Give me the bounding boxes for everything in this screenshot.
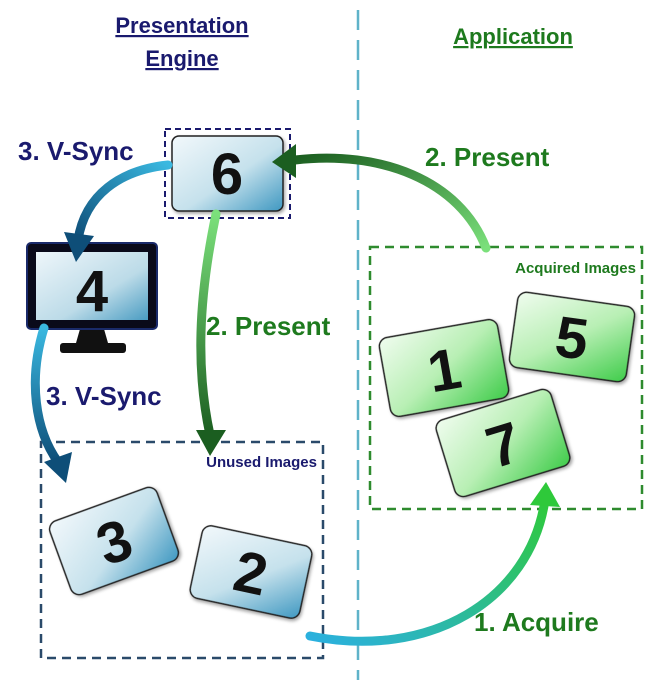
- application-header: Application: [453, 24, 573, 49]
- monitor-icon: 4: [26, 242, 158, 353]
- present-middle-arrowhead: [196, 430, 226, 456]
- acquired-images-box: [368, 245, 644, 511]
- image-card-2: 2: [189, 525, 313, 619]
- present-middle-arrow: [196, 209, 221, 440]
- presenting-frame: [164, 128, 291, 219]
- presentation-engine-header-line2: Engine: [145, 46, 218, 71]
- acquired-images-title: Acquired Images: [515, 260, 636, 277]
- present-top-arrowhead: [272, 144, 296, 178]
- unused-images-box: [39, 440, 325, 660]
- acquire-arrowhead: [530, 482, 560, 507]
- vsync-top-label: 3. V-Sync: [18, 136, 134, 166]
- acquire-label: 1. Acquire: [474, 607, 599, 637]
- acquire-arrow: [305, 495, 550, 646]
- image-card-3: 3: [48, 486, 180, 596]
- vsync-left-label: 3. V-Sync: [46, 381, 162, 411]
- present-top-label: 2. Present: [425, 142, 550, 172]
- presentation-engine-header-line1: Presentation: [115, 13, 248, 38]
- unused-images-title: Unused Images: [206, 454, 317, 471]
- image-card-6: 6: [171, 135, 284, 212]
- present-middle-label: 2. Present: [206, 311, 331, 341]
- present-top-arrow: [290, 153, 491, 253]
- vsync-left-arrow: [30, 323, 63, 467]
- vsync-top-arrow: [73, 160, 173, 245]
- vsync-top-arrowhead: [64, 232, 94, 262]
- image-number-6: 6: [211, 142, 243, 207]
- image-card-5: 5: [508, 291, 636, 383]
- image-card-7: 7: [435, 388, 571, 498]
- image-card-1: 1: [378, 318, 510, 418]
- vsync-left-arrowhead: [44, 452, 72, 483]
- image-number-4: 4: [76, 259, 108, 324]
